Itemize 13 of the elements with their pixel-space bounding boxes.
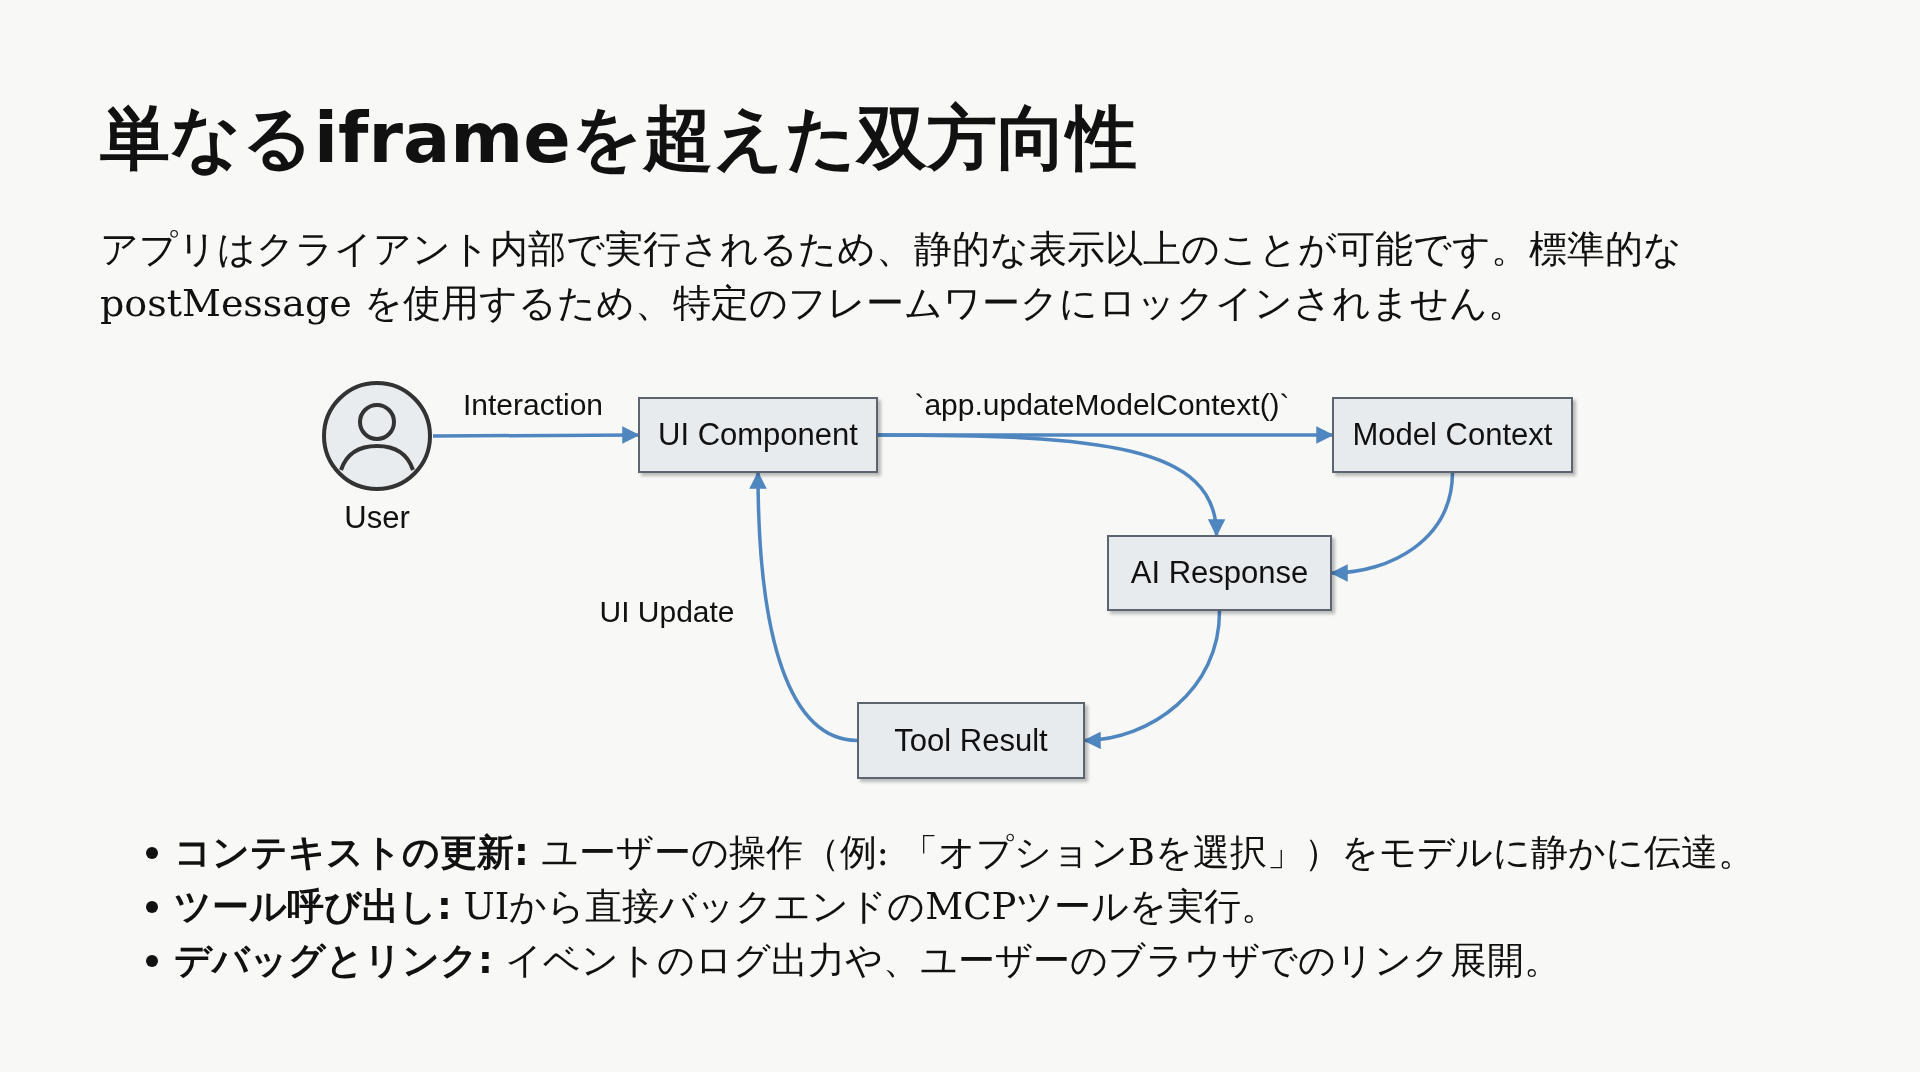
slide-title: 単なるiframeを超えた双方向性 <box>100 96 1137 181</box>
user-label: User <box>344 500 410 536</box>
bullet-item: ツール呼び出し: UIから直接バックエンドのMCPツールを実行。 <box>174 884 1279 930</box>
bullet-item: デバッグとリンク: イベントのログ出力や、ユーザーのブラウザでのリンク展開。 <box>174 938 1561 984</box>
description-paragraph: アプリはクライアント内部で実行されるため、静的な表示以上のことが可能です。標準的な postMessage を使用するため、特定のフレームワークにロックインされません。 <box>100 226 1683 327</box>
process-box: Model Context <box>1332 397 1573 473</box>
process-box: AI Response <box>1107 535 1332 611</box>
process-box: Tool Result <box>857 702 1085 779</box>
bullet-item: コンテキストの更新: ユーザーの操作（例: 「オプションBを選択」）をモデルに静かに伝達。 <box>174 830 1755 876</box>
process-box: UI Component <box>638 397 878 473</box>
arrow <box>749 471 858 743</box>
arrow <box>433 426 640 444</box>
arrow <box>878 433 1224 537</box>
